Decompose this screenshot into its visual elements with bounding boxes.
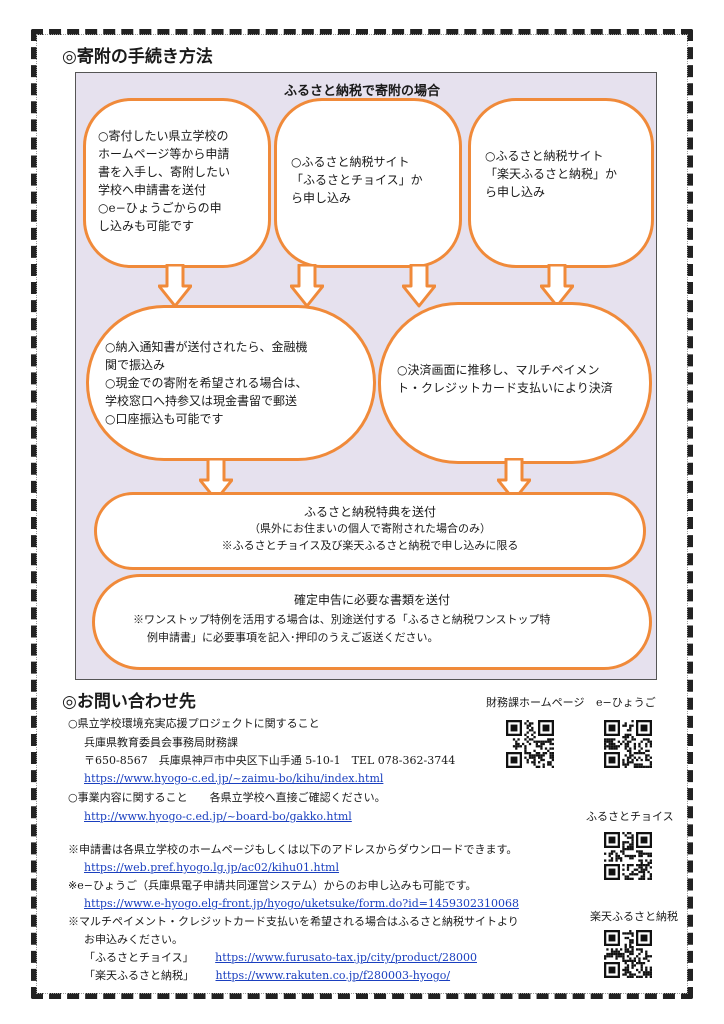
step-bubble-payment-notice: ○納入通知書が送付されたら、金融機 関で振込み ○現金での寄附を希望される場合は…	[86, 305, 376, 461]
step-text-online-payment: ○決済画面に推移し、マルチペイメン ト・クレジットカード支払いにより決済	[397, 363, 613, 395]
qr-label-e-hyogo: e−ひょうご	[596, 696, 656, 709]
contact-department: 兵庫県教育委員会事務局財務課	[84, 736, 238, 749]
kihu-url[interactable]: https://web.pref.hyogo.lg.jp/ac02/kihu01…	[84, 861, 340, 874]
down-arrow-icon	[402, 264, 436, 308]
step-text-furusato-choice: ○ふるさと納税サイト 「ふるさとチョイス」か ら申し込み	[291, 155, 423, 205]
rakuten-label: 「楽天ふるさと納税」	[84, 969, 194, 982]
step-bubble-tax-documents: 確定申告に必要な書類を送付 ※ワンストップ特例を活用する場合は、別途送付する「ふ…	[92, 574, 652, 670]
choice-url[interactable]: https://www.furusato-tax.jp/city/product…	[215, 951, 477, 964]
gift-title: ふるさと納税特典を送付	[303, 505, 436, 519]
down-arrow-icon	[540, 264, 574, 308]
zaimu-url[interactable]: https://www.hyogo-c.ed.jp/~zaimu-bo/kihu…	[84, 772, 384, 785]
step-bubble-application: ○寄付したい県立学校の ホームページ等から申請 書を入手し、寄附したい 学校へ申…	[83, 98, 271, 268]
tax-doc-note-1: ※ワンストップ特例を活用する場合は、別途送付する「ふるさと納税ワンストップ特	[133, 613, 551, 626]
contact-business: ○事業内容に関すること 各県立学校へ直接ご確認ください。	[68, 791, 386, 804]
note-link-e-hyogo[interactable]: https://www.e-hyogo.elg-front.jp/hyogo/u…	[84, 896, 519, 912]
step-bubble-gift: ふるさと納税特典を送付 （県外にお住まいの個人で寄附された場合のみ） ※ふるさと…	[94, 492, 646, 570]
step-text-payment-notice: ○納入通知書が送付されたら、金融機 関で振込み ○現金での寄附を希望される場合は…	[105, 340, 308, 426]
gift-condition: ※ふるさとチョイス及び楽天ふるさと納税で申し込みに限る	[221, 539, 519, 552]
choice-label: 「ふるさとチョイス」	[84, 951, 194, 964]
section-title-contact: ◎お問い合わせ先	[62, 692, 196, 712]
down-arrow-icon	[158, 264, 192, 308]
note-e-hyogo: ※e−ひょうご（兵庫県電子申請共同運営システム）からのお申し込みも可能です。	[68, 879, 477, 892]
gakko-url[interactable]: http://www.hyogo-c.ed.jp/~board-bo/gakko…	[84, 810, 352, 823]
down-arrow-icon	[290, 264, 324, 308]
step-text-application: ○寄付したい県立学校の ホームページ等から申請 書を入手し、寄附したい 学校へ申…	[98, 129, 231, 233]
tax-doc-note-2: 例申請書」に必要事項を記入･押印のうえご返送ください。	[147, 631, 439, 644]
qr-label-choice: ふるさとチョイス	[586, 810, 674, 823]
qr-label-finance: 財務課ホームページ	[486, 696, 585, 709]
e-hyogo-url[interactable]: https://www.e-hyogo.elg-front.jp/hyogo/u…	[84, 897, 519, 910]
qr-code-icon[interactable]	[506, 720, 554, 768]
contact-link-gakko[interactable]: http://www.hyogo-c.ed.jp/~board-bo/gakko…	[84, 809, 352, 825]
note-application-form: ※申請書は各県立学校のホームページもしくは以下のアドレスからダウンロードできます…	[68, 843, 518, 856]
step-bubble-rakuten: ○ふるさと納税サイト 「楽天ふるさと納税」か ら申し込み	[468, 98, 654, 268]
step-text-rakuten: ○ふるさと納税サイト 「楽天ふるさと納税」か ら申し込み	[485, 149, 618, 199]
page-border	[31, 29, 693, 999]
note-rakuten-row: 「楽天ふるさと納税」 https://www.rakuten.co.jp/f28…	[84, 968, 450, 984]
section-title-procedure: ◎寄附の手続き方法	[62, 47, 213, 67]
rakuten-url[interactable]: https://www.rakuten.co.jp/f280003-hyogo/	[215, 969, 451, 982]
contact-project: ○県立学校環境充実応援プロジェクトに関すること	[68, 717, 320, 730]
step-bubble-furusato-choice: ○ふるさと納税サイト 「ふるさとチョイス」か ら申し込み	[274, 98, 462, 268]
down-arrow-icon	[497, 458, 531, 502]
qr-code-icon[interactable]	[604, 930, 652, 978]
qr-code-icon[interactable]	[604, 832, 652, 880]
contact-link-zaimu[interactable]: https://www.hyogo-c.ed.jp/~zaimu-bo/kihu…	[84, 771, 383, 787]
step-bubble-online-payment: ○決済画面に推移し、マルチペイメン ト・クレジットカード支払いにより決済	[378, 302, 652, 464]
note-multipayment: ※マルチペイメント・クレジットカード支払いを希望される場合はふるさと納税サイトよ…	[68, 915, 519, 928]
down-arrow-icon	[199, 458, 233, 502]
page-inner-border	[36, 34, 688, 994]
tax-doc-title: 確定申告に必要な書類を送付	[293, 593, 450, 607]
note-choice-row: 「ふるさとチョイス」 https://www.furusato-tax.jp/c…	[84, 950, 477, 966]
note-link-kihu[interactable]: https://web.pref.hyogo.lg.jp/ac02/kihu01…	[84, 860, 339, 876]
qr-code-icon[interactable]	[604, 720, 652, 768]
qr-label-rakuten: 楽天ふるさと納税	[590, 910, 678, 923]
note-multipayment-2: お申込みください。	[84, 933, 183, 946]
contact-address: 〒650-8567 兵庫県神戸市中央区下山手通 5-10-1 TEL 078-3…	[84, 754, 456, 767]
panel-title: ふるさと納税で寄附の場合	[283, 84, 440, 99]
gift-note: （県外にお住まいの個人で寄附された場合のみ）	[249, 522, 491, 535]
